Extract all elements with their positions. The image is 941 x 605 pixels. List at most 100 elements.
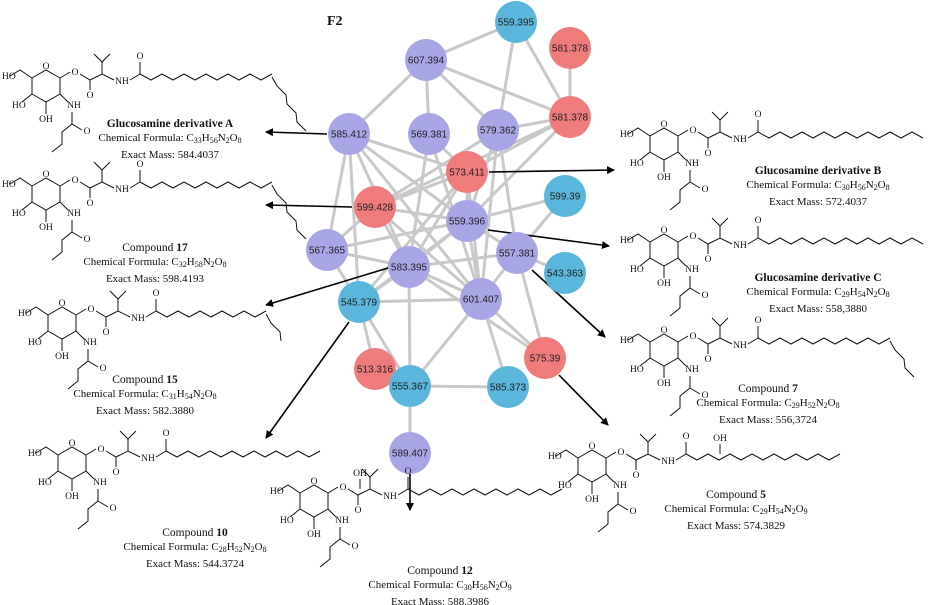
formula-text: C30H56N2O9 <box>456 579 512 592</box>
bond <box>689 387 701 395</box>
node-label: 545.379 <box>341 298 378 309</box>
node-circle <box>496 232 538 274</box>
bond <box>51 112 73 153</box>
bond <box>677 357 687 367</box>
network-node: 585.412 <box>328 113 370 155</box>
bond <box>649 233 679 267</box>
bond <box>155 439 167 458</box>
node-label: 581.378 <box>552 44 589 55</box>
node-label: 607.394 <box>408 56 445 67</box>
atom-label: NH <box>685 365 699 375</box>
bond <box>71 231 83 239</box>
bond <box>719 317 729 327</box>
atom-label: OH <box>585 495 599 505</box>
network-node: 569.381 <box>408 113 450 155</box>
compound-name: Compound 12 <box>407 565 473 577</box>
formula-text: C29H54N2O9 <box>752 503 808 516</box>
node-circle <box>524 337 566 379</box>
caption-glucosamine-b: Glucosamine derivative B Chemical Formul… <box>718 164 918 209</box>
bond <box>47 470 59 480</box>
bond <box>625 453 661 461</box>
bond <box>119 430 129 451</box>
node-label: 589.407 <box>392 449 429 460</box>
bond <box>649 127 679 161</box>
node-circle <box>495 1 537 43</box>
bond <box>555 449 579 459</box>
node-circle <box>389 365 431 407</box>
network-node: 573.411 <box>446 151 488 193</box>
compound-mass: Exact Mass: 556,3724 <box>718 414 818 426</box>
atom-label: NH <box>383 492 397 502</box>
network-node: 601.407 <box>460 278 502 320</box>
atom-label: HO <box>548 452 562 462</box>
bond <box>567 473 579 483</box>
compound-name: Compound 7 <box>738 383 798 395</box>
atom-label: NH <box>733 341 747 351</box>
atom-label: O <box>43 170 50 180</box>
atom-label: NH <box>733 135 747 145</box>
network-node: 545.379 <box>338 281 380 323</box>
atom-label: OH <box>55 352 69 362</box>
node-label: 569.381 <box>411 130 448 141</box>
formula-text: C32H58N2O8 <box>171 256 227 269</box>
bond <box>127 430 137 440</box>
atom-label: O <box>690 126 697 136</box>
arrow <box>488 166 615 175</box>
bond <box>77 489 99 530</box>
bond <box>139 73 273 81</box>
network-edge <box>326 219 468 252</box>
atom-label: O <box>690 332 697 342</box>
atom-label: HO <box>620 130 634 140</box>
compound-formula: Chemical Formula: C31H54N2O8 <box>73 388 217 401</box>
bond <box>369 468 379 478</box>
node-label: 559.396 <box>449 217 486 228</box>
node-label: 585.412 <box>331 130 368 141</box>
atom-label: O <box>110 504 117 514</box>
atom-label: O <box>630 507 637 517</box>
network-node: 559.396 <box>446 200 488 242</box>
formula-text: C29H54N2O8 <box>834 286 890 299</box>
bond <box>97 500 109 508</box>
node-label: 513.316 <box>357 365 394 376</box>
atom-label: O <box>84 127 91 137</box>
atom-label: O <box>661 226 668 236</box>
atom-label: NH <box>335 516 349 526</box>
bond <box>145 299 157 318</box>
bond <box>105 450 141 458</box>
bond <box>101 161 111 171</box>
node-circle <box>544 175 586 217</box>
network-edge <box>407 133 431 268</box>
node-circle <box>405 39 447 81</box>
bond <box>719 217 729 227</box>
atom-label: NH <box>115 77 129 87</box>
node-label: 601.407 <box>463 295 500 306</box>
network-node: 557.381 <box>496 232 538 274</box>
atom-label: O <box>661 326 668 336</box>
bond <box>677 235 689 243</box>
arrow <box>265 321 350 439</box>
node-label: 555.367 <box>392 382 429 393</box>
node-circle <box>477 109 519 151</box>
compound-name: Compound 5 <box>706 489 766 501</box>
bond <box>639 151 651 161</box>
bond <box>397 477 409 496</box>
bond <box>627 127 651 137</box>
atom-label: O <box>633 471 640 481</box>
atom-label: O <box>98 445 105 455</box>
node-label: 567.365 <box>309 246 346 257</box>
bond <box>37 330 49 340</box>
node-circle <box>446 200 488 242</box>
node-label: 543.363 <box>547 269 584 280</box>
bond <box>277 484 301 494</box>
arrow <box>265 267 389 307</box>
atom-label: O <box>72 176 79 186</box>
bond <box>165 450 321 458</box>
atom-label: NH <box>67 209 81 219</box>
bond <box>93 161 103 182</box>
node-circle <box>389 432 431 474</box>
formula-text: C33H56N2O8 <box>186 132 242 145</box>
bond <box>675 442 687 461</box>
